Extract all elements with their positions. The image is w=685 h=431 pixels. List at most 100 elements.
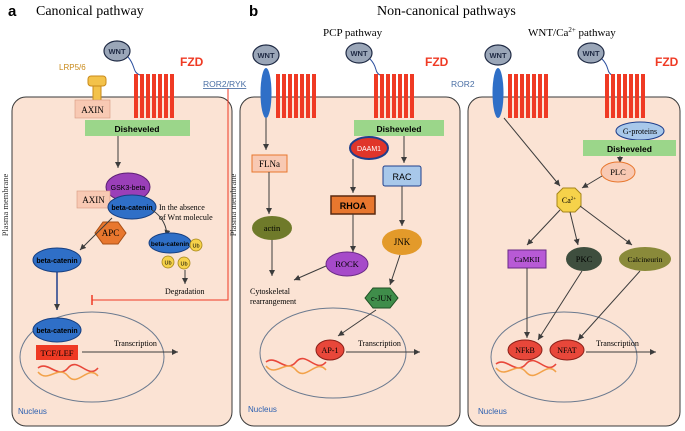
transcription-pcp-label: Transcription [358, 339, 401, 348]
beta-catenin-nucleus [32, 317, 82, 343]
gsk3-beta-label: GSK3-beta [111, 185, 146, 192]
pkc-label: PKC [576, 254, 593, 264]
nucleus-a-label: Nucleus [18, 407, 47, 416]
beta-catenin-free-label: beta-catenin [36, 258, 77, 265]
beta-catenin-nucleus-label: beta-catenin [36, 328, 77, 335]
ca-title: WNT/Ca2+ pathway [528, 26, 616, 39]
axin-top-label: AXIN [81, 105, 104, 115]
tcf-lef-box [36, 345, 78, 360]
jnk-label: JNK [394, 237, 411, 247]
ca-wnt-2-label: WNT [582, 49, 599, 58]
absence-text-line1: In the absence [159, 203, 205, 212]
absence-text-line2: of Wnt molecule [159, 213, 213, 222]
fzd-label: FZD [180, 55, 204, 69]
ub-label-3: Ub [164, 261, 171, 267]
nfkb-node [507, 339, 543, 361]
wnt-label: WNT [108, 47, 125, 56]
ap1-node [315, 339, 345, 361]
nfat-label: NFAT [557, 346, 577, 355]
dna-helix-pcp [265, 357, 327, 375]
apc-label: APC [102, 228, 120, 238]
ub-label-1: Ub [192, 244, 199, 250]
ca-fzd-1 [508, 74, 548, 118]
panel-b-letter: b [249, 3, 258, 20]
actin-node [252, 216, 292, 240]
panel-a: a Canonical pathway Plasma membrane WNT … [0, 3, 233, 427]
degradation-label: Degradation [165, 287, 205, 296]
axin-box-mid [76, 190, 111, 209]
ub-label-2: Ub [180, 262, 187, 268]
pkc-node [566, 247, 602, 271]
nucleus-pcp-label: Nucleus [248, 405, 277, 414]
ca-ion-sup: 2+ [571, 197, 577, 202]
c-jun-label: c-JUN [371, 294, 392, 303]
camkii-label: CaMKII [514, 255, 540, 264]
rac-label: RAC [392, 172, 412, 182]
rock-node [325, 251, 369, 277]
ca-title-sup: 2+ [568, 26, 576, 34]
panel-a-letter: a [8, 3, 17, 20]
flna-label: FLNa [259, 159, 280, 169]
disheveled-box [85, 120, 190, 136]
plc-label: PLC [610, 167, 626, 177]
wnt-ligand: WNT [103, 40, 141, 76]
ca-title-tail: pathway [576, 27, 617, 39]
panel-b: b Non-canonical pathways PCP pathway Pla… [228, 3, 681, 427]
ror-ryk-label: ROR2/RYK [203, 79, 247, 89]
lrp-label: LRP5/6 [59, 63, 86, 72]
disheveled-label: Disheveled [115, 124, 160, 134]
ca-ion-main: Ca [562, 196, 571, 205]
pcp-fzd-label: FZD [425, 55, 449, 69]
calcineurin-label: Calcineurin [628, 255, 663, 264]
beta-catenin-complex-label: beta-catenin [111, 205, 152, 212]
axin-mid-label: AXIN [82, 195, 105, 205]
beta-catenin-ub-label: beta-catenin [151, 241, 189, 248]
ca-title-main: WNT/Ca [528, 27, 568, 39]
jnk-node [382, 229, 422, 255]
pcp-pathway: PCP pathway Plasma membrane WNT WNT [228, 27, 461, 427]
lrp-coreceptor: LRP5/6 [59, 63, 107, 113]
nfat-node [549, 339, 585, 361]
ror-ryk-inhibition [91, 88, 229, 305]
rock-label: ROCK [335, 259, 359, 269]
ca-disheveled-label: Disheveled [607, 144, 652, 154]
dna-helix-ca [495, 359, 557, 377]
ca-fzd-2 [605, 74, 645, 118]
axin-box-top [74, 99, 111, 119]
transcription-a-label: Transcription [114, 339, 157, 348]
ror2-label: ROR2 [451, 79, 475, 89]
g-proteins-label: G-proteins [623, 127, 657, 136]
pcp-wnt-1-label: WNT [257, 51, 274, 60]
ca-ion-label: Ca2+ [562, 196, 576, 205]
ubiquitin-tags: Ub Ub Ub [161, 238, 203, 270]
pcp-fzd-2 [374, 74, 414, 118]
dna-helix-a [37, 363, 99, 381]
ca-pathway: WNT/Ca2+ pathway ROR2 WNT WNT [451, 26, 681, 427]
beta-catenin-complex [107, 194, 157, 220]
plasma-membrane-label: Plasma membrane [0, 174, 10, 237]
daam1-label: DAAM1 [357, 146, 381, 153]
daam1-node [349, 136, 389, 160]
ca-wnt-1-label: WNT [489, 51, 506, 60]
cytoskeletal-line2: rearrangement [250, 297, 297, 306]
pcp-membrane-label: Plasma membrane [228, 174, 238, 237]
ca-ion-node [556, 187, 582, 213]
pcp-disheveled-label: Disheveled [377, 124, 422, 134]
cytoskeletal-line1: Cytoskeletal [250, 287, 291, 296]
fzd-receptor: FZD [134, 55, 204, 118]
calcineurin-node [619, 247, 671, 271]
pcp-wnt-2-label: WNT [350, 49, 367, 58]
pcp-disheveled-box [354, 120, 444, 136]
ror2-pcp [260, 68, 272, 118]
ap1-label: AP-1 [322, 346, 339, 355]
ca-disheveled-box [583, 140, 676, 156]
rhoa-label: RHOA [340, 201, 367, 211]
transcription-ca-label: Transcription [596, 339, 639, 348]
actin-label: actin [264, 223, 281, 233]
pcp-fzd-1 [276, 74, 316, 118]
plc-node [600, 161, 636, 183]
nfkb-label: NFkB [515, 346, 535, 355]
panel-a-title: Canonical pathway [36, 4, 144, 19]
ca-fzd-label: FZD [655, 55, 679, 69]
